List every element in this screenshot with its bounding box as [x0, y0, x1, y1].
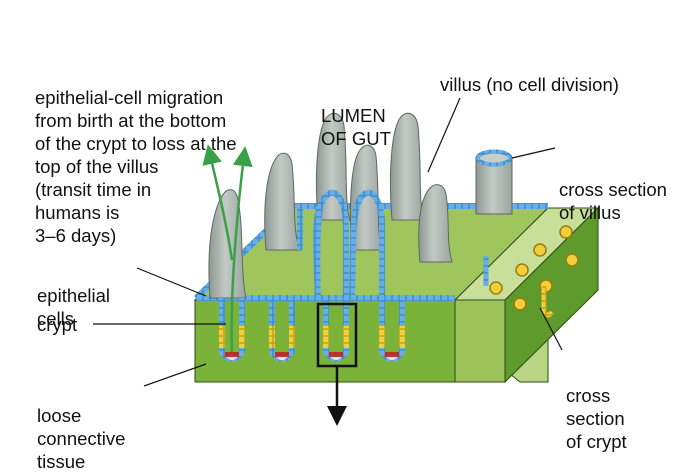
crypt-label: crypt — [37, 314, 78, 335]
migration-arrow — [202, 144, 253, 353]
villus-cross-section — [476, 149, 512, 167]
villi — [208, 112, 513, 299]
villus-label: villus (no cell division) — [440, 74, 619, 95]
crypt-cross-sections — [489, 225, 579, 311]
crypts — [219, 189, 405, 362]
leader-lines — [93, 97, 563, 387]
connective-tissue-block — [193, 206, 600, 384]
